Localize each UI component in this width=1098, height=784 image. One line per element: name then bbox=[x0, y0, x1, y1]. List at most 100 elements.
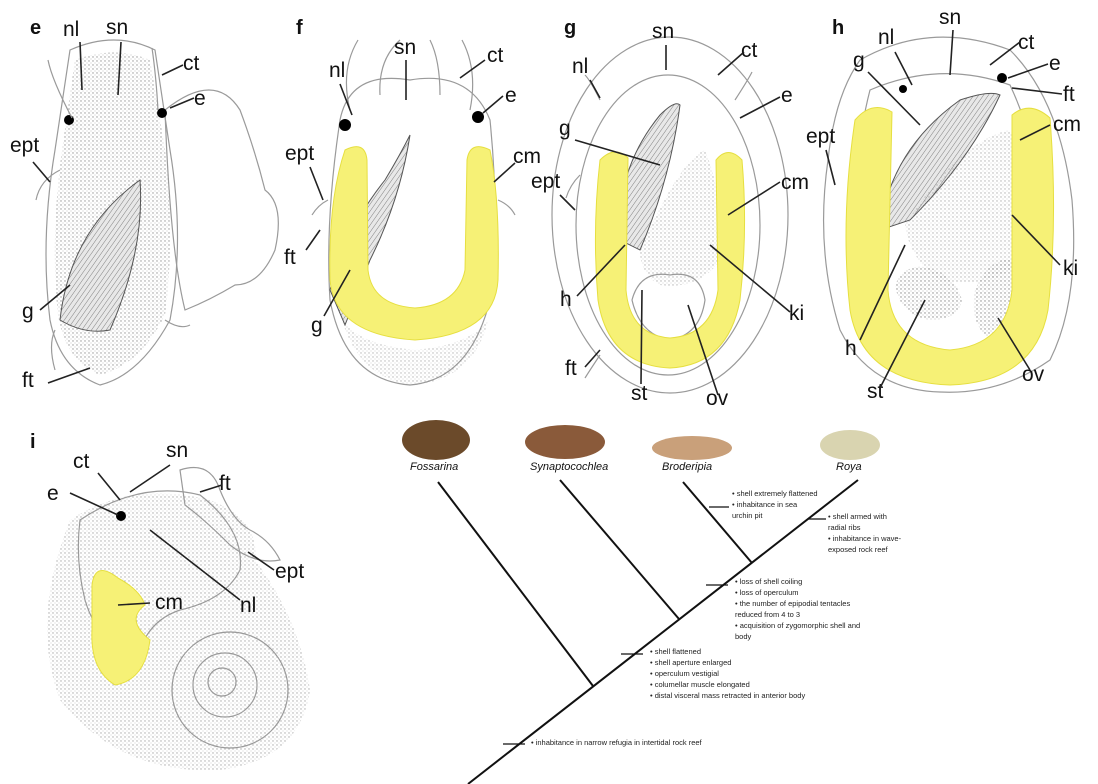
trait-text-1: • shell extremely flattened • inhabitanc… bbox=[732, 489, 820, 520]
panel-f: f nl sn ct e ept cm ft g bbox=[284, 17, 541, 385]
label-nl: nl bbox=[240, 594, 256, 617]
panel-letter-i: i bbox=[30, 431, 36, 453]
label-ept: ept bbox=[10, 134, 39, 157]
label-e: e bbox=[781, 84, 793, 107]
trait-4-line-3: • operculum vestigial bbox=[650, 669, 719, 678]
trait-1-line-1: • shell extremely flattened bbox=[732, 489, 818, 498]
trait-2-line-4: exposed rock reef bbox=[828, 545, 889, 554]
label-nl: nl bbox=[63, 18, 79, 41]
label-ct: ct bbox=[741, 39, 758, 62]
label-g: g bbox=[311, 314, 323, 337]
panel-letter-g: g bbox=[564, 17, 576, 39]
label-ov: ov bbox=[1022, 363, 1045, 386]
panel-i-shell bbox=[47, 493, 310, 770]
trait-4-line-4: • columellar muscle elongated bbox=[650, 680, 750, 689]
branch-fossarina bbox=[438, 482, 593, 686]
label-ov: ov bbox=[706, 387, 729, 410]
label-ept: ept bbox=[531, 170, 560, 193]
label-st: st bbox=[867, 380, 884, 403]
label-ft: ft bbox=[219, 472, 231, 495]
label-sn: sn bbox=[939, 6, 961, 29]
panel-i-eye bbox=[116, 511, 126, 521]
panel-h-eye-left bbox=[899, 85, 907, 93]
trait-1-line-3: urchin pit bbox=[732, 511, 763, 520]
trait-text-3: • loss of shell coiling • loss of opercu… bbox=[735, 577, 862, 641]
branch-synaptocochlea bbox=[560, 480, 679, 619]
shell-roya bbox=[820, 430, 880, 460]
label-ct: ct bbox=[1018, 31, 1035, 54]
label-ki: ki bbox=[1063, 257, 1078, 280]
label-sn: sn bbox=[652, 20, 674, 43]
trait-text-5: • inhabitance in narrow refugia in inter… bbox=[531, 738, 703, 747]
taxon-synaptocochlea: Synaptocochlea bbox=[530, 461, 608, 473]
shell-synaptocochlea bbox=[525, 425, 605, 459]
panel-e-eye-left bbox=[64, 115, 74, 125]
shell-broderipia bbox=[652, 436, 732, 460]
panel-e: e nl sn ct e ept g ft bbox=[10, 16, 278, 392]
label-sn: sn bbox=[106, 16, 128, 39]
label-ct: ct bbox=[183, 52, 200, 75]
trait-5-line-1: • inhabitance in narrow refugia in inter… bbox=[531, 738, 703, 747]
label-cm: cm bbox=[155, 591, 183, 614]
panel-e-shell bbox=[165, 90, 278, 310]
label-sn: sn bbox=[394, 36, 416, 59]
label-e: e bbox=[505, 84, 517, 107]
taxon-roya: Roya bbox=[836, 461, 862, 473]
panel-g: g nl sn ct e g ept cm h ki ft st ov bbox=[531, 17, 809, 410]
panel-f-cm bbox=[330, 147, 499, 340]
label-nl: nl bbox=[572, 55, 588, 78]
trait-2-line-3: • inhabitance in wave- bbox=[828, 534, 902, 543]
label-ept: ept bbox=[285, 142, 314, 165]
panel-f-eye-right bbox=[472, 111, 484, 123]
label-h: h bbox=[845, 337, 857, 360]
label-cm: cm bbox=[513, 145, 541, 168]
label-e: e bbox=[47, 482, 59, 505]
trait-3-line-3: • the number of epipodial tentacles bbox=[735, 599, 850, 608]
label-ft: ft bbox=[284, 246, 296, 269]
label-sn: sn bbox=[166, 439, 188, 462]
panel-h: h nl sn ct e g ft ept cm ki h st ov bbox=[806, 6, 1081, 403]
trait-4-line-2: • shell aperture enlarged bbox=[650, 658, 731, 667]
panel-letter-f: f bbox=[296, 17, 303, 39]
label-ept: ept bbox=[275, 560, 304, 583]
trait-text-4: • shell flattened • shell aperture enlar… bbox=[650, 647, 805, 700]
trait-4-line-1: • shell flattened bbox=[650, 647, 701, 656]
label-ct: ct bbox=[73, 450, 90, 473]
label-ki: ki bbox=[789, 302, 804, 325]
label-ft: ft bbox=[22, 369, 34, 392]
panel-letter-e: e bbox=[30, 17, 41, 39]
label-ft: ft bbox=[565, 357, 577, 380]
trait-3-line-1: • loss of shell coiling bbox=[735, 577, 802, 586]
label-cm: cm bbox=[781, 171, 809, 194]
label-ft: ft bbox=[1063, 83, 1075, 106]
label-e: e bbox=[1049, 52, 1061, 75]
label-g: g bbox=[853, 49, 865, 72]
panel-letter-h: h bbox=[832, 17, 844, 39]
shell-fossarina bbox=[402, 420, 470, 460]
trait-3-line-5: • acquisition of zygomorphic shell and bbox=[735, 621, 860, 630]
taxon-fossarina: Fossarina bbox=[410, 461, 458, 473]
trait-3-line-4: reduced from 4 to 3 bbox=[735, 610, 800, 619]
trait-2-line-1: • shell armed with bbox=[828, 512, 887, 521]
label-g: g bbox=[559, 117, 571, 140]
taxon-broderipia: Broderipia bbox=[662, 461, 712, 473]
label-h: h bbox=[560, 288, 572, 311]
trait-1-line-2: • inhabitance in sea bbox=[732, 500, 798, 509]
panel-f-eye-left bbox=[339, 119, 351, 131]
label-nl: nl bbox=[878, 26, 894, 49]
trait-3-line-6: body bbox=[735, 632, 752, 641]
panel-i: i ct sn ft e ept cm nl bbox=[30, 431, 310, 770]
label-e: e bbox=[194, 87, 206, 110]
label-st: st bbox=[631, 382, 648, 405]
trait-4-line-5: • distal visceral mass retracted in ante… bbox=[650, 691, 805, 700]
label-ept: ept bbox=[806, 125, 835, 148]
label-ct: ct bbox=[487, 44, 504, 67]
label-cm: cm bbox=[1053, 113, 1081, 136]
label-g: g bbox=[22, 300, 34, 323]
trait-text-2: • shell armed with radial ribs • inhabit… bbox=[828, 512, 903, 554]
trait-2-line-2: radial ribs bbox=[828, 523, 861, 532]
label-nl: nl bbox=[329, 59, 345, 82]
phylogeny-tree: Fossarina Synaptocochlea Broderipia Roya… bbox=[402, 420, 903, 784]
trait-3-line-2: • loss of operculum bbox=[735, 588, 799, 597]
